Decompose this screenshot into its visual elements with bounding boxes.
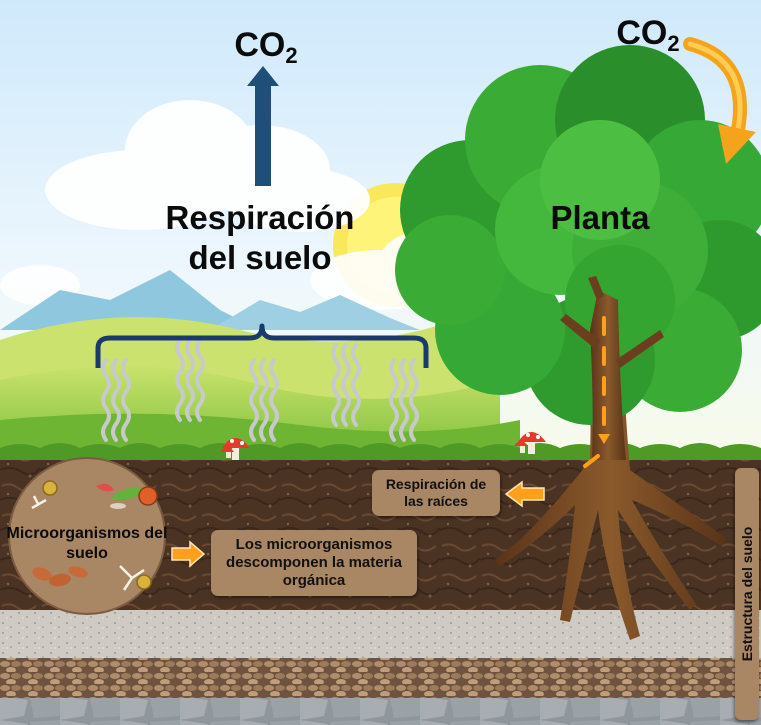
plant-label: Planta	[550, 199, 650, 236]
soil-structure-label: Estructura del suelo	[739, 526, 755, 662]
co2-upward-arrow	[247, 66, 279, 186]
arrow-to-root-respiration	[504, 480, 545, 508]
arrow-to-decomposition	[171, 540, 206, 568]
soil-structure-label-box: Estructura del suelo	[735, 468, 759, 720]
mushroom-left	[220, 438, 250, 460]
mountains	[0, 270, 260, 330]
bedrock-layer	[0, 698, 761, 725]
mushroom-right	[514, 432, 546, 454]
microorganisms-circle	[8, 457, 166, 615]
decomposition-box: Los microorganismos descomponen la mater…	[211, 530, 417, 596]
co2-curved-arrow	[683, 37, 756, 164]
grass-line	[0, 443, 761, 460]
co2-plant-label: CO2	[616, 14, 680, 56]
soil-respiration-title: Respiración del suelo	[165, 199, 355, 276]
gravel-layer	[0, 610, 761, 658]
respiration-wavy-lines	[101, 338, 419, 442]
tree-foliage	[395, 45, 761, 425]
microorganisms-label: Microorganismos del suelo	[6, 525, 168, 562]
pebble-layer	[0, 658, 761, 698]
carbon-flow-dashed-arrow	[583, 316, 606, 468]
co2-soil-label: CO2	[234, 26, 298, 68]
root-respiration-box: Respiración de las raíces	[372, 470, 500, 516]
soil-respiration-bracket	[95, 323, 429, 368]
